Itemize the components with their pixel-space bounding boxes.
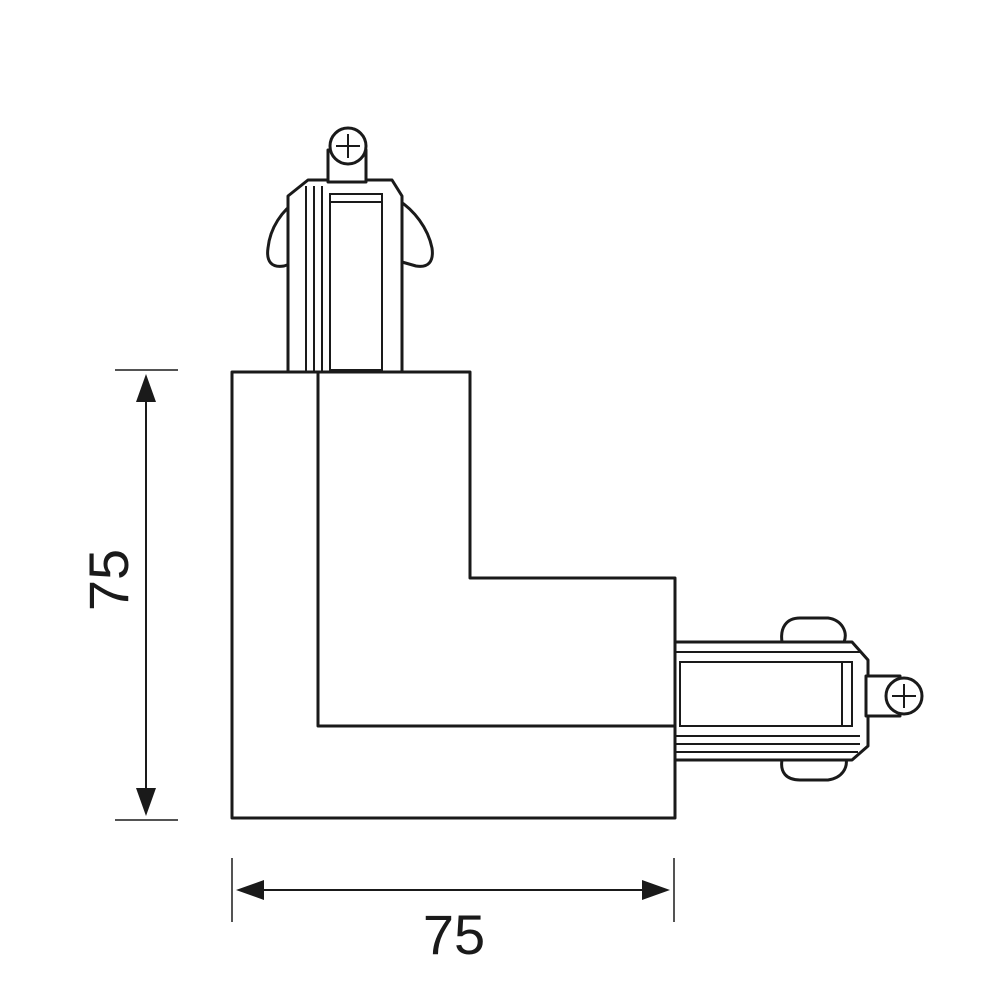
top-adapter-right-clip (396, 198, 434, 268)
connector-body (230, 370, 677, 820)
width-label: 75 (423, 903, 485, 966)
body-inner-contour (316, 370, 677, 728)
top-adapter-housing (286, 178, 404, 374)
width-arrow-right-icon (642, 880, 670, 900)
height-dimension: 75 (77, 369, 178, 821)
right-adapter-top-clip (780, 616, 847, 644)
right-adapter-housing (673, 640, 870, 762)
top-adapter (266, 126, 434, 374)
right-adapter-contact-slot (679, 661, 853, 727)
height-arrow-down-icon (136, 788, 156, 816)
body-outline (230, 370, 677, 820)
width-arrow-left-icon (236, 880, 264, 900)
width-dimension: 75 (231, 858, 675, 966)
right-adapter (673, 616, 924, 782)
top-adapter-contact-slot (329, 193, 383, 371)
height-label: 75 (77, 549, 140, 611)
right-adapter-bottom-clip (780, 756, 848, 782)
height-arrow-up-icon (136, 374, 156, 402)
